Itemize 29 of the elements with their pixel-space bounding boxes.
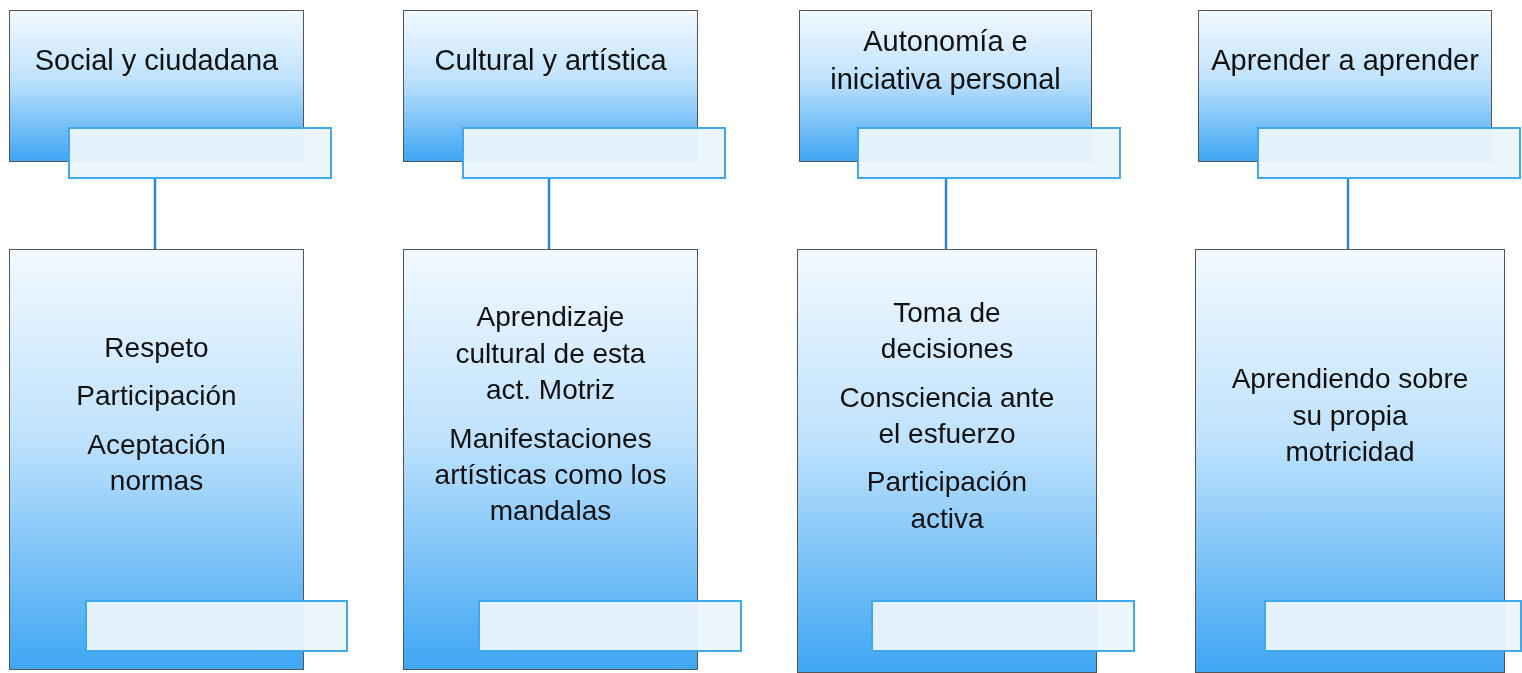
tag-box [478, 600, 742, 652]
item-text: Manifestaciones artísticas como los mandalas [434, 421, 667, 529]
tag-box [857, 127, 1121, 179]
heading-text: Aprender a aprender [1211, 43, 1479, 79]
heading-text: Cultural y artística [434, 43, 667, 79]
tag-box [1257, 127, 1521, 179]
heading-text: Autonomía e iniciativa personal [829, 24, 1062, 97]
heading-text: Social y ciudadana [34, 43, 279, 79]
tag-box [871, 600, 1135, 652]
item-text: Participación activa [865, 465, 1029, 536]
content-box [9, 249, 304, 670]
item-text: Aprendiendo sobre su propia motricidad [1230, 362, 1470, 470]
item-text: Participación [76, 379, 237, 414]
content-box [403, 249, 698, 670]
connector-line [153, 179, 157, 249]
item-text: Toma de decisiones [879, 295, 1015, 367]
item-text: Consciencia ante el esfuerzo [838, 380, 1056, 451]
content-box [797, 249, 1097, 673]
tag-box [462, 127, 726, 179]
connector-line [944, 179, 948, 249]
item-text: Aceptación normas [86, 427, 227, 498]
tag-box [85, 600, 348, 652]
content-box [1195, 249, 1505, 673]
item-text: Aprendizaje cultural de esta act. Motriz [454, 300, 647, 408]
item-text: Respeto [104, 330, 209, 365]
tag-box [1264, 600, 1522, 652]
connector-line [1346, 179, 1350, 249]
tag-box [68, 127, 332, 179]
connector-line [547, 179, 551, 249]
